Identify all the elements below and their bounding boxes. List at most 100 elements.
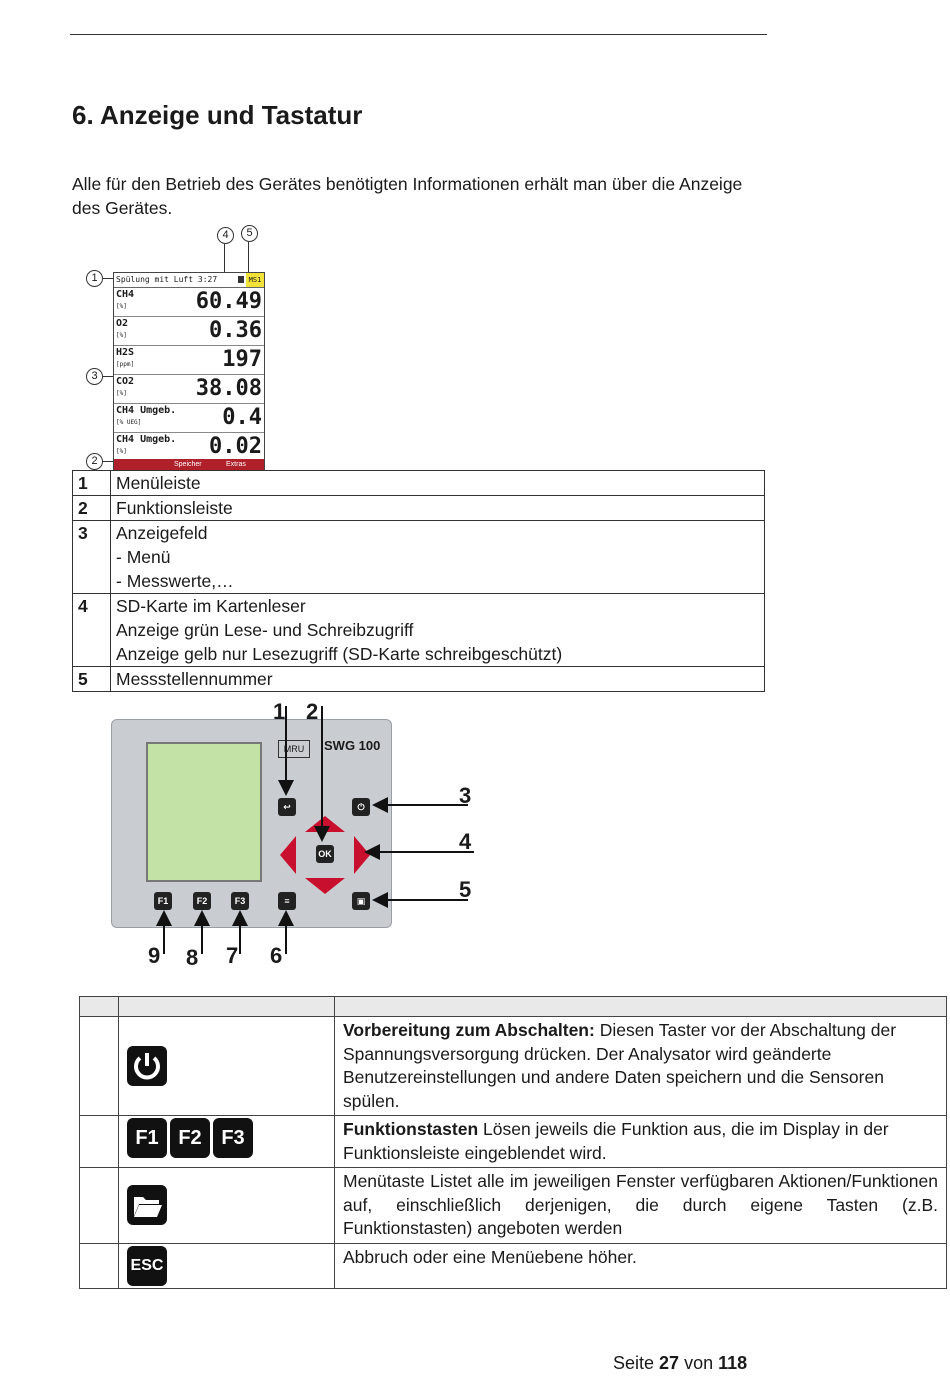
page-title: 6. Anzeige und Tastatur	[72, 100, 363, 130]
header-cell	[79, 996, 119, 1017]
legend-line: - Messwerte,…	[116, 571, 234, 591]
device-number-5: 5	[459, 877, 472, 902]
gas-name: CO2	[116, 376, 135, 387]
gas-name: CH4 Umgeb.	[116, 434, 177, 445]
menu-key-icon: ≡	[278, 892, 296, 910]
icon-cell	[118, 1016, 335, 1116]
ok-key-icon: OK	[316, 845, 334, 863]
power-icon	[127, 1046, 167, 1086]
legend-line: Menüleiste	[116, 473, 201, 493]
f2-key-icon: F2	[193, 892, 211, 910]
description-text: Menütaste Listet alle im jeweiligen Fens…	[343, 1171, 938, 1238]
legend-line: - Menü	[116, 547, 171, 567]
icon-cell	[118, 1167, 335, 1244]
callout-5: 5	[241, 225, 258, 242]
f1-key-icon: F1	[154, 892, 172, 910]
intro-paragraph: Alle für den Betrieb des Gerätes benötig…	[72, 174, 743, 218]
device-number-8: 8	[186, 945, 199, 970]
callout-2: 2	[86, 453, 103, 470]
empty-cell	[79, 1016, 119, 1116]
gas-name: CH4 Umgeb.	[116, 405, 177, 416]
mst-badge: MS1	[246, 273, 264, 287]
measurement-row: CH4 [%] 60.49	[114, 288, 264, 317]
top-rule	[70, 34, 767, 35]
gas-unit: [%]	[116, 390, 127, 397]
table-row: 1 Menüleiste	[72, 470, 765, 496]
device-screen	[146, 742, 262, 882]
description-cell: Abbruch oder eine Menüebene höher.	[334, 1242, 947, 1289]
leader-line	[103, 278, 113, 279]
legend-table: 1 Menüleiste 2 Funktionsleiste 3 Anzeige…	[72, 470, 765, 692]
gas-unit: [%]	[116, 448, 127, 455]
gas-unit: [%]	[116, 303, 127, 310]
table-row: ESC Abbruch oder eine Menüebene höher.	[79, 1242, 947, 1289]
table-row: Menütaste Listet alle im jeweiligen Fens…	[79, 1167, 947, 1244]
legend-line: Messstellennummer	[116, 669, 273, 689]
empty-cell	[79, 1242, 119, 1289]
direction-pad-icon	[280, 816, 370, 894]
gas-name: CH4	[116, 289, 135, 300]
legend-text: Menüleiste	[110, 470, 765, 496]
f3-icon: F3	[213, 1118, 253, 1158]
save-key-icon: ▣	[352, 892, 370, 910]
description-cell: Vorbereitung zum Abschalten: Diesen Tast…	[334, 1016, 947, 1116]
legend-text: Anzeigefeld - Menü - Messwerte,…	[110, 520, 765, 594]
device-number-4: 4	[459, 829, 472, 854]
leader-line	[103, 461, 113, 462]
legend-line: Anzeige gelb nur Lesezugriff (SD-Karte s…	[116, 644, 563, 664]
gas-value: 0.4	[222, 405, 262, 430]
legend-number: 5	[72, 666, 111, 692]
legend-number: 4	[72, 593, 111, 667]
description-bold: Vorbereitung zum Abschalten:	[343, 1020, 595, 1040]
keys-table: Vorbereitung zum Abschalten: Diesen Tast…	[79, 996, 947, 1289]
gas-value: 0.36	[209, 318, 262, 343]
gas-value: 38.08	[195, 376, 262, 401]
gas-unit: [%]	[116, 332, 127, 339]
measurement-row: CH4 Umgeb. [%] 0.02	[114, 433, 264, 461]
device-model: SWG 100	[324, 738, 381, 753]
icon-cell: ESC	[118, 1242, 335, 1289]
brand-logo: MRU	[278, 740, 310, 758]
table-header-row	[79, 996, 947, 1017]
display-screen: Spülung mit Luft 3:27 MS1 CH4 [%] 60.49 …	[113, 272, 265, 471]
table-row: 2 Funktionsleiste	[72, 495, 765, 521]
gas-value: 197	[222, 347, 262, 372]
header-cell	[334, 996, 947, 1017]
device-number-1: 1	[273, 699, 286, 724]
gas-unit: [% UEG]	[116, 419, 142, 426]
leader-line	[103, 376, 113, 377]
device-number-3: 3	[459, 783, 472, 808]
legend-number: 3	[72, 520, 111, 594]
page-total: 118	[718, 1353, 748, 1373]
callout-3: 3	[86, 368, 103, 385]
lcd-menu-bar: Spülung mit Luft 3:27 MS1	[114, 273, 264, 288]
sd-card-icon	[238, 276, 244, 283]
table-row: 3 Anzeigefeld - Menü - Messwerte,…	[72, 520, 765, 594]
measurement-row: CO2 [%] 38.08	[114, 375, 264, 404]
gas-value: 0.02	[209, 434, 262, 459]
legend-line: Anzeige grün Lese- und Schreibzugriff	[116, 620, 414, 640]
measurement-row: O2 [%] 0.36	[114, 317, 264, 346]
description-cell: Funktionstasten Lösen jeweils die Funkti…	[334, 1115, 947, 1168]
legend-text: Messstellennummer	[110, 666, 765, 692]
device-figure: MRU SWG 100 ↩ ⏻ OK F1 F2 F3 ≡ ▣	[111, 719, 392, 928]
f1-icon: F1	[127, 1118, 167, 1158]
legend-number: 1	[72, 470, 111, 496]
footer-prefix: Seite	[613, 1353, 660, 1373]
measurement-row: H2S [ppm] 197	[114, 346, 264, 375]
device-number-9: 9	[148, 943, 161, 968]
legend-line: SD-Karte im Kartenleser	[116, 596, 306, 616]
lcd-function-bar: Speicher Extras	[114, 459, 264, 470]
description-text: Lösen jeweils die Funktion aus, die im D…	[343, 1119, 889, 1163]
function-label: Extras	[226, 461, 246, 468]
description-cell: Menütaste Listet alle im jeweiligen Fens…	[334, 1167, 947, 1244]
footer-middle: von	[679, 1353, 719, 1373]
function-label: Speicher	[174, 461, 202, 468]
lcd-menu-text: Spülung mit Luft 3:27	[116, 275, 218, 284]
table-row: 4 SD-Karte im Kartenleser Anzeige grün L…	[72, 593, 765, 667]
gas-value: 60.49	[195, 289, 262, 314]
esc-icon: ESC	[127, 1245, 167, 1286]
device-number-7: 7	[226, 943, 239, 968]
